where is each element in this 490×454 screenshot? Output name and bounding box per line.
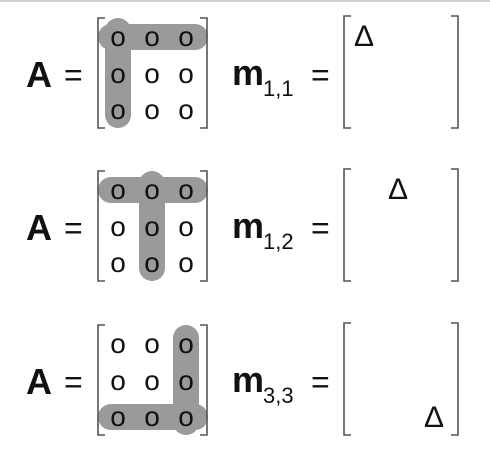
minor-symbol: m [232, 52, 264, 93]
delta-symbol: Δ [354, 20, 374, 53]
matrix-entry: o [110, 401, 126, 432]
matrix-entry: o [178, 94, 194, 125]
deleted-column-highlight [105, 18, 131, 128]
matrix-entry: o [144, 21, 160, 52]
delta-symbol: Δ [424, 401, 444, 434]
matrix-entry: o [110, 365, 126, 396]
minor-subscript: 1,2 [263, 229, 294, 254]
matrix-left-bracket [97, 324, 105, 436]
minor-symbol: m [232, 205, 264, 246]
matrix-right-bracket [200, 324, 208, 436]
minor-subscript: 3,3 [263, 383, 294, 408]
matrix-entry: o [144, 365, 160, 396]
equals-sign: = [311, 57, 330, 93]
matrix-left-bracket [97, 17, 105, 129]
matrix-right-bracket [200, 17, 208, 129]
matrix-label: A [26, 207, 52, 248]
matrix-entry: o [110, 94, 126, 125]
matrix-left-bracket [97, 170, 105, 282]
top-divider [0, 0, 490, 2]
matrix-entry: o [110, 328, 126, 359]
deleted-column-highlight [139, 171, 165, 281]
matrix-entry: o [178, 247, 194, 278]
result-left-bracket [343, 15, 351, 129]
matrix-entry: o [178, 328, 194, 359]
result-right-bracket [451, 15, 459, 129]
equals-sign: = [311, 210, 330, 246]
result-left-bracket [343, 322, 351, 436]
matrix-entry: o [110, 247, 126, 278]
result-left-bracket [343, 168, 351, 282]
matrix-entry: o [178, 174, 194, 205]
matrix-entry: o [144, 247, 160, 278]
result-right-bracket [451, 322, 459, 436]
delta-symbol: Δ [388, 173, 408, 206]
matrix-entry: o [178, 21, 194, 52]
matrix-right-bracket [200, 170, 208, 282]
matrix-entry: o [144, 328, 160, 359]
equals-sign: = [64, 57, 83, 93]
equals-sign: = [64, 210, 83, 246]
matrix-entry: o [144, 94, 160, 125]
equals-sign: = [311, 364, 330, 400]
matrix-entry: o [178, 58, 194, 89]
matrix-label: A [26, 361, 52, 402]
result-right-bracket [451, 168, 459, 282]
matrix-entry: o [144, 211, 160, 242]
matrix-label: A [26, 54, 52, 95]
deleted-column-highlight [173, 325, 199, 435]
equals-sign: = [64, 364, 83, 400]
matrix-entry: o [178, 365, 194, 396]
matrix-entry: o [110, 174, 126, 205]
matrix-entry: o [178, 211, 194, 242]
matrix-entry: o [144, 174, 160, 205]
matrix-entry: o [110, 211, 126, 242]
matrix-entry: o [144, 401, 160, 432]
minor-subscript: 1,1 [263, 76, 294, 101]
matrix-entry: o [110, 21, 126, 52]
minor-symbol: m [232, 359, 264, 400]
matrix-entry: o [144, 58, 160, 89]
matrix-entry: o [110, 58, 126, 89]
matrix-entry: o [178, 401, 194, 432]
